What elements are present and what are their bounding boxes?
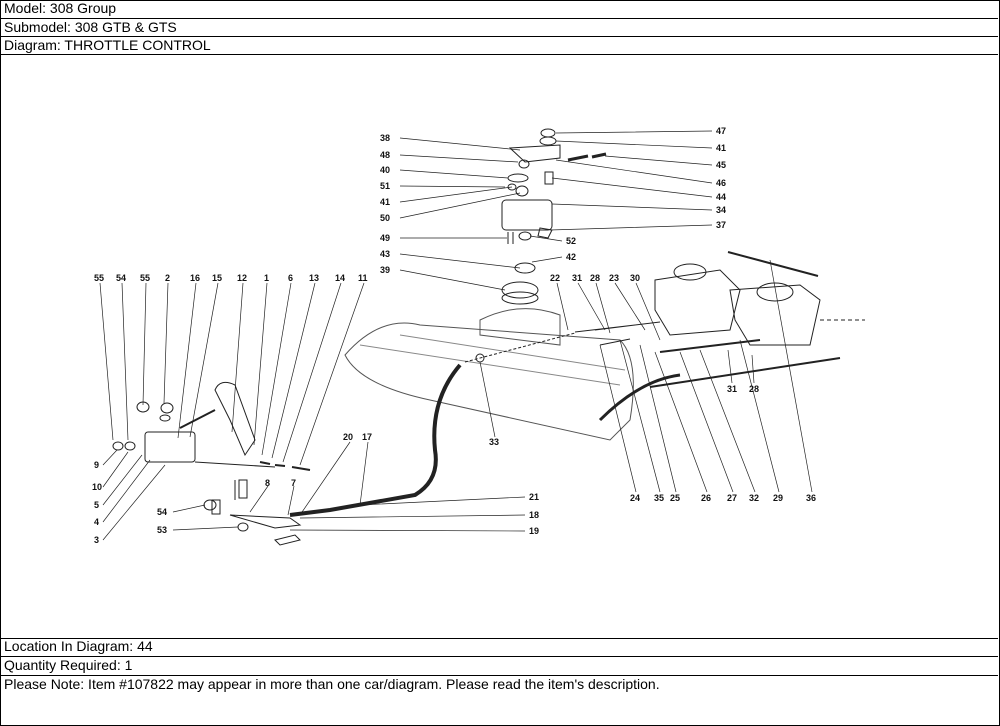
callout-25: 25 bbox=[670, 493, 680, 503]
diagram-title: Diagram: THROTTLE CONTROL bbox=[0, 37, 998, 55]
callout-44: 44 bbox=[716, 192, 726, 202]
parts-diagram: 38 48 40 51 41 50 49 43 39 47 41 45 46 4… bbox=[0, 55, 998, 639]
throttle-housing bbox=[501, 199, 553, 231]
carburettor-left bbox=[654, 269, 741, 336]
callout-labels: 38 48 40 51 41 50 49 43 39 47 41 45 46 4… bbox=[92, 126, 816, 545]
note-text: Please Note: Item #107822 may appear in … bbox=[4, 676, 660, 692]
callout-14: 14 bbox=[335, 273, 345, 283]
callout-53: 53 bbox=[157, 525, 167, 535]
callout-55: 55 bbox=[94, 273, 104, 283]
callout-5: 5 bbox=[94, 500, 99, 510]
callout-43: 43 bbox=[380, 249, 390, 259]
callout-3: 3 bbox=[94, 535, 99, 545]
callout-28: 28 bbox=[749, 384, 759, 394]
callout-41: 41 bbox=[380, 197, 390, 207]
callout-34: 34 bbox=[716, 205, 726, 215]
callout-33: 33 bbox=[489, 437, 499, 447]
callout-21: 21 bbox=[529, 492, 539, 502]
callout-24: 24 bbox=[630, 493, 640, 503]
callout-29: 29 bbox=[773, 493, 783, 503]
callout-19: 19 bbox=[529, 526, 539, 536]
callout-12: 12 bbox=[237, 273, 247, 283]
callout-51: 51 bbox=[380, 181, 390, 191]
callout-4: 4 bbox=[94, 517, 99, 527]
callout-22: 22 bbox=[550, 273, 560, 283]
callout-54: 54 bbox=[116, 273, 126, 283]
callout-16: 16 bbox=[190, 273, 200, 283]
callout-45: 45 bbox=[716, 160, 726, 170]
submodel-label: Submodel: 308 GTB & GTS bbox=[0, 19, 998, 37]
callout-20: 20 bbox=[343, 432, 353, 442]
callout-49: 49 bbox=[380, 233, 390, 243]
lever bbox=[508, 144, 561, 163]
callout-9: 9 bbox=[94, 460, 99, 470]
location-label: Location In Diagram: 44 bbox=[0, 638, 998, 657]
callout-46: 46 bbox=[716, 178, 726, 188]
callout-28: 28 bbox=[590, 273, 600, 283]
callout-48: 48 bbox=[380, 150, 390, 160]
callout-40: 40 bbox=[380, 165, 390, 175]
callout-2: 2 bbox=[165, 273, 170, 283]
callout-55: 55 bbox=[140, 273, 150, 283]
callout-39: 39 bbox=[380, 265, 390, 275]
quantity-label: Quantity Required: 1 bbox=[0, 657, 998, 676]
callout-42: 42 bbox=[566, 252, 576, 262]
callout-32: 32 bbox=[749, 493, 759, 503]
callout-7: 7 bbox=[291, 478, 296, 488]
callout-52: 52 bbox=[566, 236, 576, 246]
throttle-cable bbox=[289, 363, 462, 517]
callout-47: 47 bbox=[716, 126, 726, 136]
callout-37: 37 bbox=[716, 220, 726, 230]
diagram-svg: 38 48 40 51 41 50 49 43 39 47 41 45 46 4… bbox=[92, 126, 865, 546]
callout-41: 41 bbox=[716, 143, 726, 153]
callout-17: 17 bbox=[362, 432, 372, 442]
callout-31: 31 bbox=[727, 384, 737, 394]
callout-38: 38 bbox=[380, 133, 390, 143]
callout-8: 8 bbox=[265, 478, 270, 488]
callout-23: 23 bbox=[609, 273, 619, 283]
callout-36: 36 bbox=[806, 493, 816, 503]
model-label: Model: 308 Group bbox=[0, 0, 998, 19]
callout-35: 35 bbox=[654, 493, 664, 503]
engine-block bbox=[344, 322, 634, 441]
callout-31: 31 bbox=[572, 273, 582, 283]
callout-18: 18 bbox=[529, 510, 539, 520]
pedal-link bbox=[229, 514, 302, 529]
accelerator-pedal bbox=[214, 381, 256, 457]
callout-27: 27 bbox=[727, 493, 737, 503]
callout-50: 50 bbox=[380, 213, 390, 223]
pedal-bracket bbox=[144, 431, 196, 463]
callout-54: 54 bbox=[157, 507, 167, 517]
callout-30: 30 bbox=[630, 273, 640, 283]
callout-15: 15 bbox=[212, 273, 222, 283]
carburettor-right bbox=[729, 284, 821, 346]
callout-10: 10 bbox=[92, 482, 102, 492]
callout-13: 13 bbox=[309, 273, 319, 283]
callout-11: 11 bbox=[358, 273, 368, 283]
callout-26: 26 bbox=[701, 493, 711, 503]
callout-1: 1 bbox=[264, 273, 269, 283]
callout-6: 6 bbox=[288, 273, 293, 283]
